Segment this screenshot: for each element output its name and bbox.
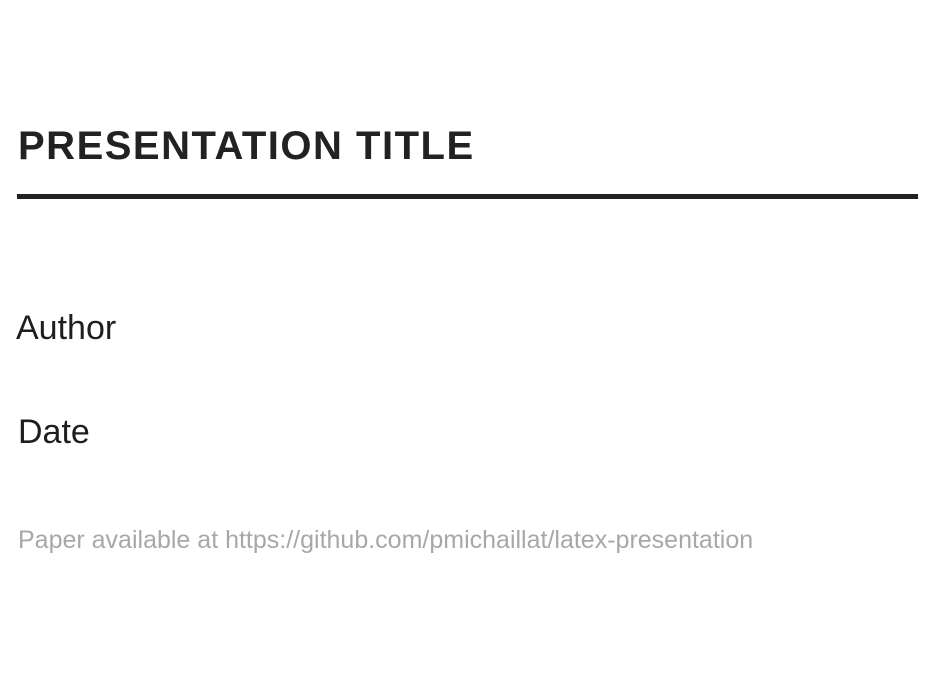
author-name: Author [16,309,117,347]
title-underline-rule [17,194,918,199]
presentation-date: Date [18,413,90,451]
paper-availability-note: Paper available at https://github.com/pm… [18,526,754,554]
presentation-title: PRESENTATION TITLE [18,124,475,168]
